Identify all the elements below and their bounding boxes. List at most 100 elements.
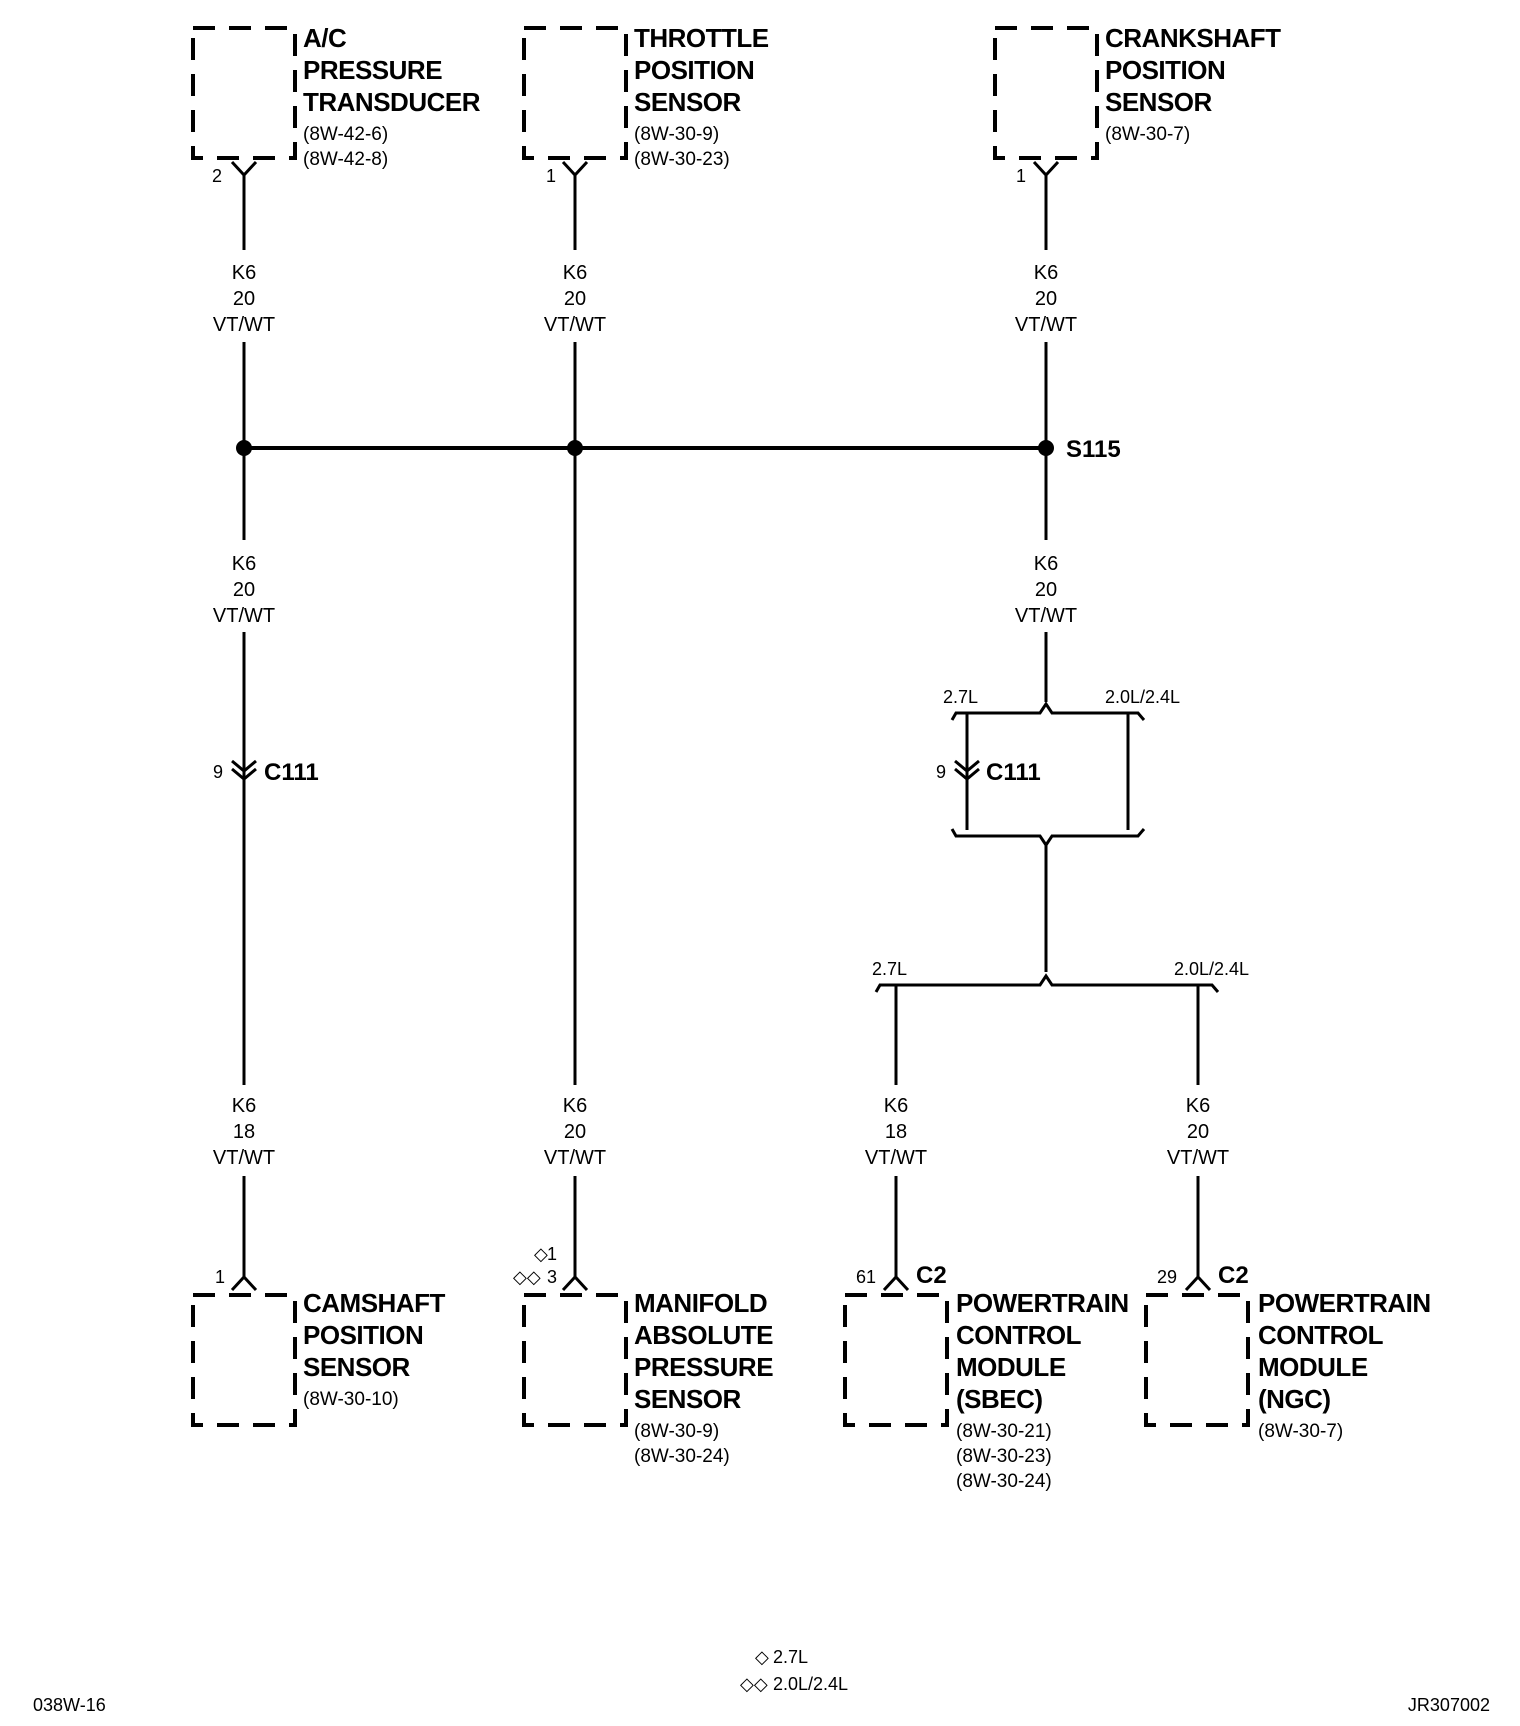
component-name: CONTROL	[956, 1320, 1082, 1350]
svg-text:VT/WT: VT/WT	[213, 605, 275, 627]
svg-text:VT/WT: VT/WT	[1015, 605, 1077, 627]
terminal-symbol	[561, 1274, 589, 1292]
svg-text:VT/WT: VT/WT	[1015, 314, 1077, 336]
component-name: (NGC)	[1258, 1384, 1331, 1414]
component-ref: (8W-30-23)	[634, 149, 730, 170]
component-ref: (8W-30-7)	[1105, 124, 1190, 145]
component-name: ABSOLUTE	[634, 1320, 773, 1350]
terminal-symbol	[230, 160, 258, 178]
svg-text:20: 20	[1035, 288, 1057, 310]
crankshaft-position-sensor: CRANKSHAFT POSITION SENSOR (8W-30-7) 1	[993, 23, 1282, 186]
svg-text:20: 20	[233, 288, 255, 310]
component-name: POSITION	[634, 55, 754, 85]
crankshaft-position-sensor-box	[993, 26, 1099, 160]
component-name: POWERTRAIN	[956, 1288, 1129, 1318]
svg-text:VT/WT: VT/WT	[213, 1147, 275, 1169]
component-name: SENSOR	[634, 1384, 742, 1414]
diamond-single-icon: ◇	[755, 1647, 769, 1667]
svg-text:VT/WT: VT/WT	[1167, 1147, 1229, 1169]
svg-text:VT/WT: VT/WT	[544, 1147, 606, 1169]
component-ref: (8W-30-23)	[956, 1446, 1052, 1467]
pin-number: 3	[547, 1267, 557, 1287]
wire-label: K6 20 VT/WT	[544, 1095, 606, 1169]
svg-text:K6: K6	[1034, 262, 1058, 284]
terminal-symbol	[882, 1274, 910, 1292]
component-name: (SBEC)	[956, 1384, 1043, 1414]
svg-text:20: 20	[233, 579, 255, 601]
component-name: POSITION	[1105, 55, 1225, 85]
component-name: A/C	[303, 23, 347, 53]
pin-number: 1	[1016, 166, 1026, 186]
component-ref: (8W-30-21)	[956, 1421, 1052, 1442]
wire-label: K6 20 VT/WT	[544, 262, 606, 336]
terminal-symbol	[561, 160, 589, 178]
component-name: CRANKSHAFT	[1105, 23, 1281, 53]
svg-text:VT/WT: VT/WT	[865, 1147, 927, 1169]
svg-text:K6: K6	[563, 262, 587, 284]
legend-label: 2.0L/2.4L	[773, 1674, 848, 1694]
wire-label: K6 20 VT/WT	[1015, 262, 1077, 336]
component-ref: (8W-30-7)	[1258, 1421, 1343, 1442]
component-name: THROTTLE	[634, 23, 769, 53]
variant-label: 2.7L	[943, 687, 978, 707]
variant-bracket: 2.7L 2.0L/2.4L	[943, 687, 1180, 848]
pin-number: 1	[215, 1267, 225, 1287]
svg-text:20: 20	[564, 288, 586, 310]
component-name: POWERTRAIN	[1258, 1288, 1431, 1318]
pin-number: 1	[546, 166, 556, 186]
c111-connector: 9 C111	[936, 759, 1041, 786]
svg-text:K6: K6	[232, 1095, 256, 1117]
component-name: TRANSDUCER	[303, 87, 481, 117]
svg-text:20: 20	[564, 1121, 586, 1143]
component-ref: (8W-30-9)	[634, 124, 719, 145]
connector-label: C111	[264, 759, 319, 786]
pin-number: 29	[1157, 1267, 1177, 1287]
diamond-double-icon: ◇◇	[513, 1267, 541, 1287]
svg-text:K6: K6	[563, 1095, 587, 1117]
component-name: SENSOR	[303, 1352, 411, 1382]
camshaft-position-sensor-box	[191, 1293, 297, 1427]
footer-right-code: JR307002	[1408, 1695, 1490, 1715]
component-name: SENSOR	[634, 87, 742, 117]
throttle-position-sensor: THROTTLE POSITION SENSOR (8W-30-9) (8W-3…	[522, 23, 769, 186]
terminal-symbol	[1184, 1274, 1212, 1292]
connector-label: C2	[916, 1262, 947, 1289]
component-ref: (8W-30-24)	[634, 1446, 730, 1467]
component-name: PRESSURE	[303, 55, 442, 85]
pcm-sbec-box	[843, 1293, 949, 1427]
svg-text:K6: K6	[1186, 1095, 1210, 1117]
pin-number: 2	[212, 166, 222, 186]
footer-left-code: 038W-16	[33, 1695, 106, 1715]
wire-label: K6 20 VT/WT	[213, 262, 275, 336]
terminal-symbol	[230, 1274, 258, 1292]
pin-number: 61	[856, 1267, 876, 1287]
ac-pressure-transducer: A/C PRESSURE TRANSDUCER (8W-42-6) (8W-42…	[191, 23, 481, 186]
component-ref: (8W-42-8)	[303, 149, 388, 170]
wire-label: K6 18 VT/WT	[865, 1095, 927, 1169]
component-name: CAMSHAFT	[303, 1288, 445, 1318]
pcm-ngc-box	[1144, 1293, 1250, 1427]
diamond-single-icon: ◇	[534, 1244, 548, 1264]
svg-text:K6: K6	[1034, 553, 1058, 575]
diamond-double-icon: ◇◇	[740, 1674, 768, 1694]
wire-label: K6 20 VT/WT	[1015, 553, 1077, 627]
terminal-symbol	[1032, 160, 1060, 178]
component-ref: (8W-42-6)	[303, 124, 388, 145]
component-name: CONTROL	[1258, 1320, 1384, 1350]
pcm-sbec: 61 C2 POWERTRAIN CONTROL MODULE (SBEC) (…	[843, 1262, 1129, 1492]
legend-label: 2.7L	[773, 1647, 808, 1667]
component-name: SENSOR	[1105, 87, 1213, 117]
connector-label: C2	[1218, 1262, 1249, 1289]
component-ref: (8W-30-10)	[303, 1389, 399, 1410]
pin-number: 1	[547, 1244, 557, 1264]
ac-pressure-transducer-box	[191, 26, 297, 160]
svg-text:18: 18	[233, 1121, 255, 1143]
variant-bracket: 2.7L 2.0L/2.4L	[872, 959, 1249, 993]
component-name: MODULE	[1258, 1352, 1368, 1382]
connector-label: C111	[986, 759, 1041, 786]
svg-text:K6: K6	[232, 553, 256, 575]
svg-text:18: 18	[885, 1121, 907, 1143]
wire-label: K6 18 VT/WT	[213, 1095, 275, 1169]
wire-label: K6 20 VT/WT	[1167, 1095, 1229, 1169]
